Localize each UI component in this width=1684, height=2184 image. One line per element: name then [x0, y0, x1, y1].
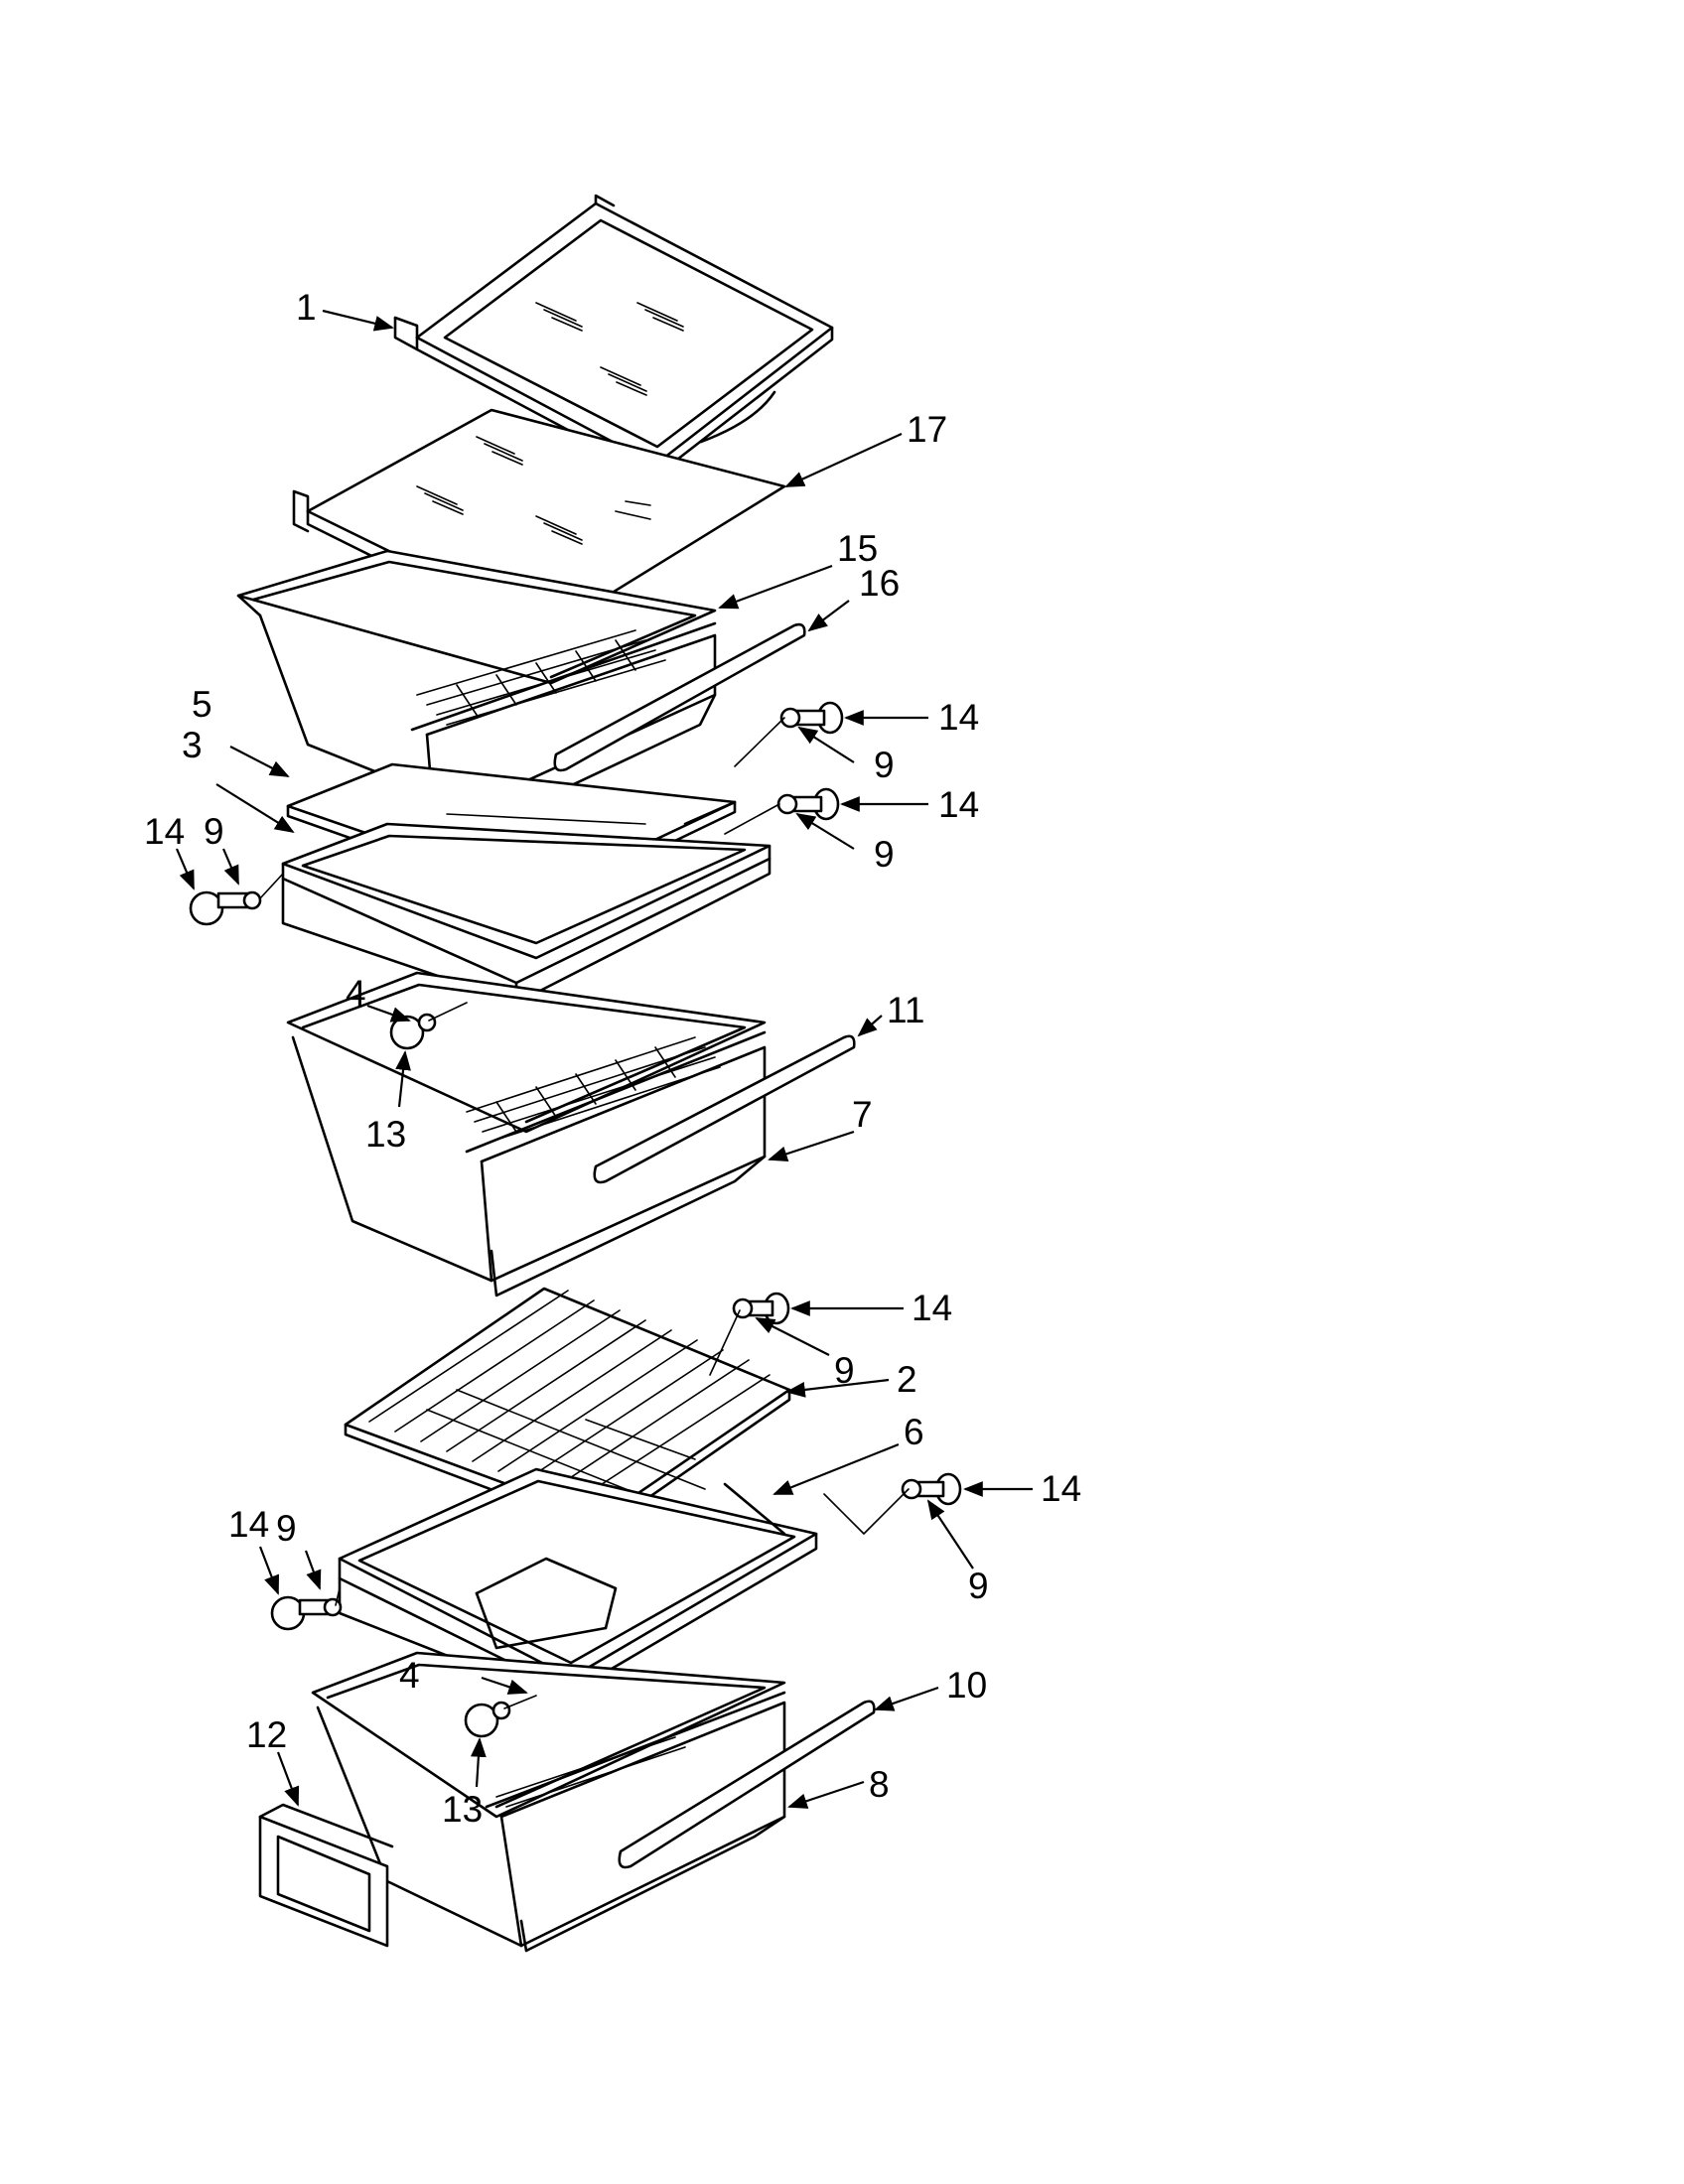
part-10-drawer-handle — [618, 1700, 876, 1869]
callout-5: 5 — [192, 684, 212, 725]
callout-14-c: 14 — [144, 811, 185, 852]
callout-6: 6 — [904, 1412, 924, 1452]
callout-9-c: 9 — [204, 811, 224, 852]
callout-10: 10 — [946, 1665, 987, 1706]
part-8-crisper-drawer — [311, 1651, 786, 1953]
callout-labels: 1 17 15 16 5 3 14 9 14 9 14 9 4 11 13 7 … — [144, 287, 1081, 1830]
callout-17: 17 — [907, 409, 947, 450]
part-14-9-fasteners — [189, 701, 962, 1738]
callout-8: 8 — [869, 1764, 890, 1805]
callout-13-a: 13 — [365, 1114, 406, 1155]
callout-4-a: 4 — [346, 973, 366, 1014]
callout-9-f: 9 — [968, 1566, 989, 1606]
callout-9-b: 9 — [874, 834, 895, 875]
callout-15: 15 — [837, 528, 878, 569]
callout-9-d: 9 — [834, 1350, 855, 1391]
callout-13-b: 13 — [442, 1789, 483, 1830]
callout-11: 11 — [887, 990, 924, 1030]
callout-9-a: 9 — [874, 745, 895, 785]
part-11-drawer-handle — [593, 1034, 856, 1184]
callout-9-e: 9 — [276, 1508, 297, 1549]
part-16-drawer-handle — [553, 622, 806, 772]
callout-1: 1 — [296, 287, 317, 328]
callout-2: 2 — [897, 1359, 917, 1400]
leader-lines — [175, 309, 1033, 1809]
callout-14-d: 14 — [912, 1288, 952, 1328]
callout-14-b: 14 — [938, 784, 979, 825]
callout-7: 7 — [852, 1094, 873, 1135]
callout-14-e: 14 — [1041, 1468, 1081, 1509]
callout-14-f: 14 — [228, 1504, 269, 1545]
callout-4-b: 4 — [399, 1655, 420, 1696]
callout-12: 12 — [246, 1714, 287, 1755]
part-12-label-card — [258, 1803, 394, 1948]
callout-16: 16 — [859, 563, 900, 604]
callout-3: 3 — [182, 725, 203, 765]
callout-14-a: 14 — [938, 697, 979, 738]
part-1-glass-shelf — [393, 194, 834, 478]
